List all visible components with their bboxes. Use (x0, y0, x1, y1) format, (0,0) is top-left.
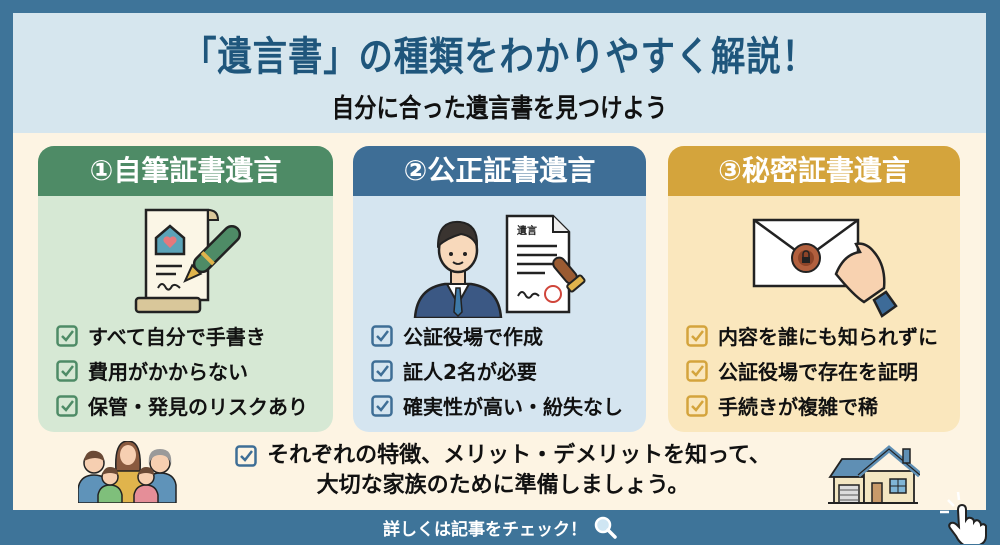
notary-document-icon: 遺言 (353, 202, 646, 318)
card-title: ③秘密証書遺言 (668, 146, 960, 196)
closing-message: それぞれの特徴、メリット・デメリットを知って、 大切な家族のために準備しましょう… (203, 441, 803, 501)
read-article-label: 詳しくは記事をチェック！ (383, 519, 587, 540)
list-item: 確実性が高い・紛失なし (371, 388, 623, 423)
feature-list: 内容を誰にも知られずに 公証役場で存在を証明 手続きが複雑で稀 (686, 318, 938, 423)
checkbox-icon (371, 359, 393, 382)
list-item: 公証役場で存在を証明 (686, 353, 938, 388)
card-holographic-will: ①自筆証書遺言 すべて自分で手書き (38, 146, 333, 432)
card-notarized-will: ②公正証書遺言 遺言 (353, 146, 646, 432)
message-line-1: それぞれの特徴、メリット・デメリットを知って、 (267, 443, 771, 468)
content-panel: ①自筆証書遺言 すべて自分で手書き (13, 133, 986, 510)
checkbox-icon (686, 359, 708, 382)
checkbox-icon (235, 445, 257, 467)
card-secret-will: ③秘密証書遺言 内容を誰にも知られずに 公証役場で存在を証明 (668, 146, 960, 432)
checkbox-icon (56, 394, 78, 417)
feature-list: 公証役場で作成 証人2名が必要 確実性が高い・紛失なし (371, 318, 623, 423)
svg-text:遺言: 遺言 (516, 224, 537, 237)
house-icon (828, 445, 922, 509)
header: 「遺言書」の種類をわかりやすく解説！ 自分に合った遺言書を見つけよう (13, 13, 986, 133)
card-title: ①自筆証書遺言 (38, 146, 333, 196)
checkbox-icon (371, 324, 393, 347)
list-item: 公証役場で作成 (371, 318, 623, 353)
list-item: すべて自分で手書き (56, 318, 308, 353)
message-line-2: 大切な家族のために準備しましょう。 (316, 473, 690, 498)
list-item: 証人2名が必要 (371, 353, 623, 388)
checkbox-icon (56, 324, 78, 347)
list-item: 費用がかからない (56, 353, 308, 388)
checkbox-icon (56, 359, 78, 382)
checkbox-icon (371, 394, 393, 417)
pointer-hand-icon (938, 488, 994, 545)
list-item: 保管・発見のリスクあり (56, 388, 308, 423)
document-pen-icon (38, 202, 333, 318)
card-title: ②公正証書遺言 (353, 146, 646, 196)
read-article-link[interactable]: 詳しくは記事をチェック！ (0, 513, 1000, 541)
list-item: 内容を誰にも知られずに (686, 318, 938, 353)
sealed-envelope-icon (668, 202, 960, 318)
feature-list: すべて自分で手書き 費用がかからない 保管・発見のリスクあり (56, 318, 308, 423)
page-title: 「遺言書」の種類をわかりやすく解説！ (182, 34, 817, 80)
checkbox-icon (686, 394, 708, 417)
family-icon (77, 440, 178, 507)
list-item: 手続きが複雑で稀 (686, 388, 938, 423)
checkbox-icon (686, 324, 708, 347)
page-subtitle: 自分に合った遺言書を見つけよう (331, 94, 668, 124)
magnifier-icon (594, 516, 617, 539)
